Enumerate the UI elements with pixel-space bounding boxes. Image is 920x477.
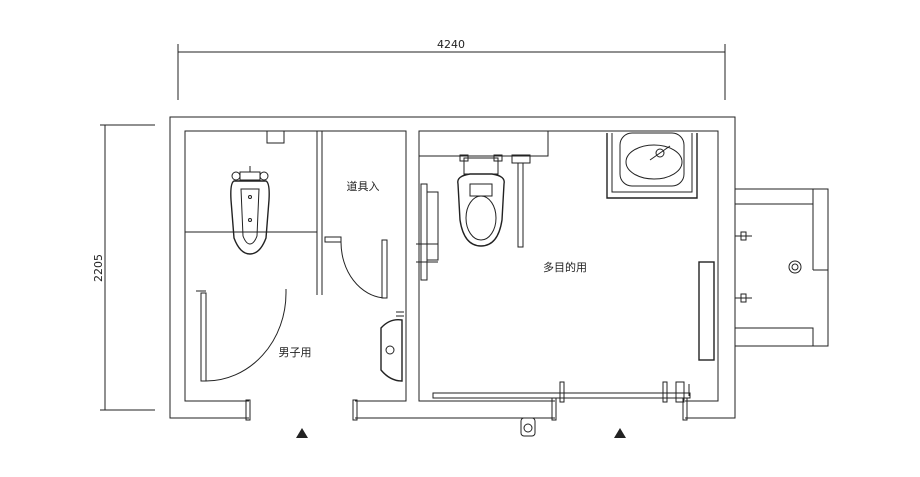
outer-walls (169, 116, 736, 419)
floor-drain-fitting (520, 417, 536, 437)
width-dimension-label: 4240 (437, 38, 465, 51)
bottom-handrail (432, 381, 691, 403)
wall-shelf (698, 261, 715, 361)
storage-door (324, 236, 388, 299)
wash-basin-small (380, 311, 404, 382)
flush-tank (266, 130, 285, 144)
side-equipment-unit (734, 188, 829, 347)
height-dimension-label: 2205 (92, 254, 105, 282)
height-dimension: 2205 (92, 124, 155, 411)
multipurpose-room-label: 多目的用 (543, 260, 587, 274)
width-dimension: 4240 (177, 38, 726, 100)
mens-entrance-opening (245, 399, 358, 421)
accessible-wash-basin (606, 132, 698, 199)
vertical-grab-bar (511, 154, 531, 248)
mens-room-label: 男子用 (279, 346, 312, 359)
rear-counter (418, 130, 549, 157)
partition-wall (185, 131, 323, 295)
l-grab-bar (416, 183, 439, 281)
multipurpose-entrance-triangle-icon (614, 428, 626, 438)
western-toilet (457, 154, 505, 247)
mens-door (196, 289, 287, 382)
urinal (230, 166, 270, 255)
storage-room-label: 道具入 (347, 179, 380, 193)
mens-entrance-triangle-icon (296, 428, 308, 438)
